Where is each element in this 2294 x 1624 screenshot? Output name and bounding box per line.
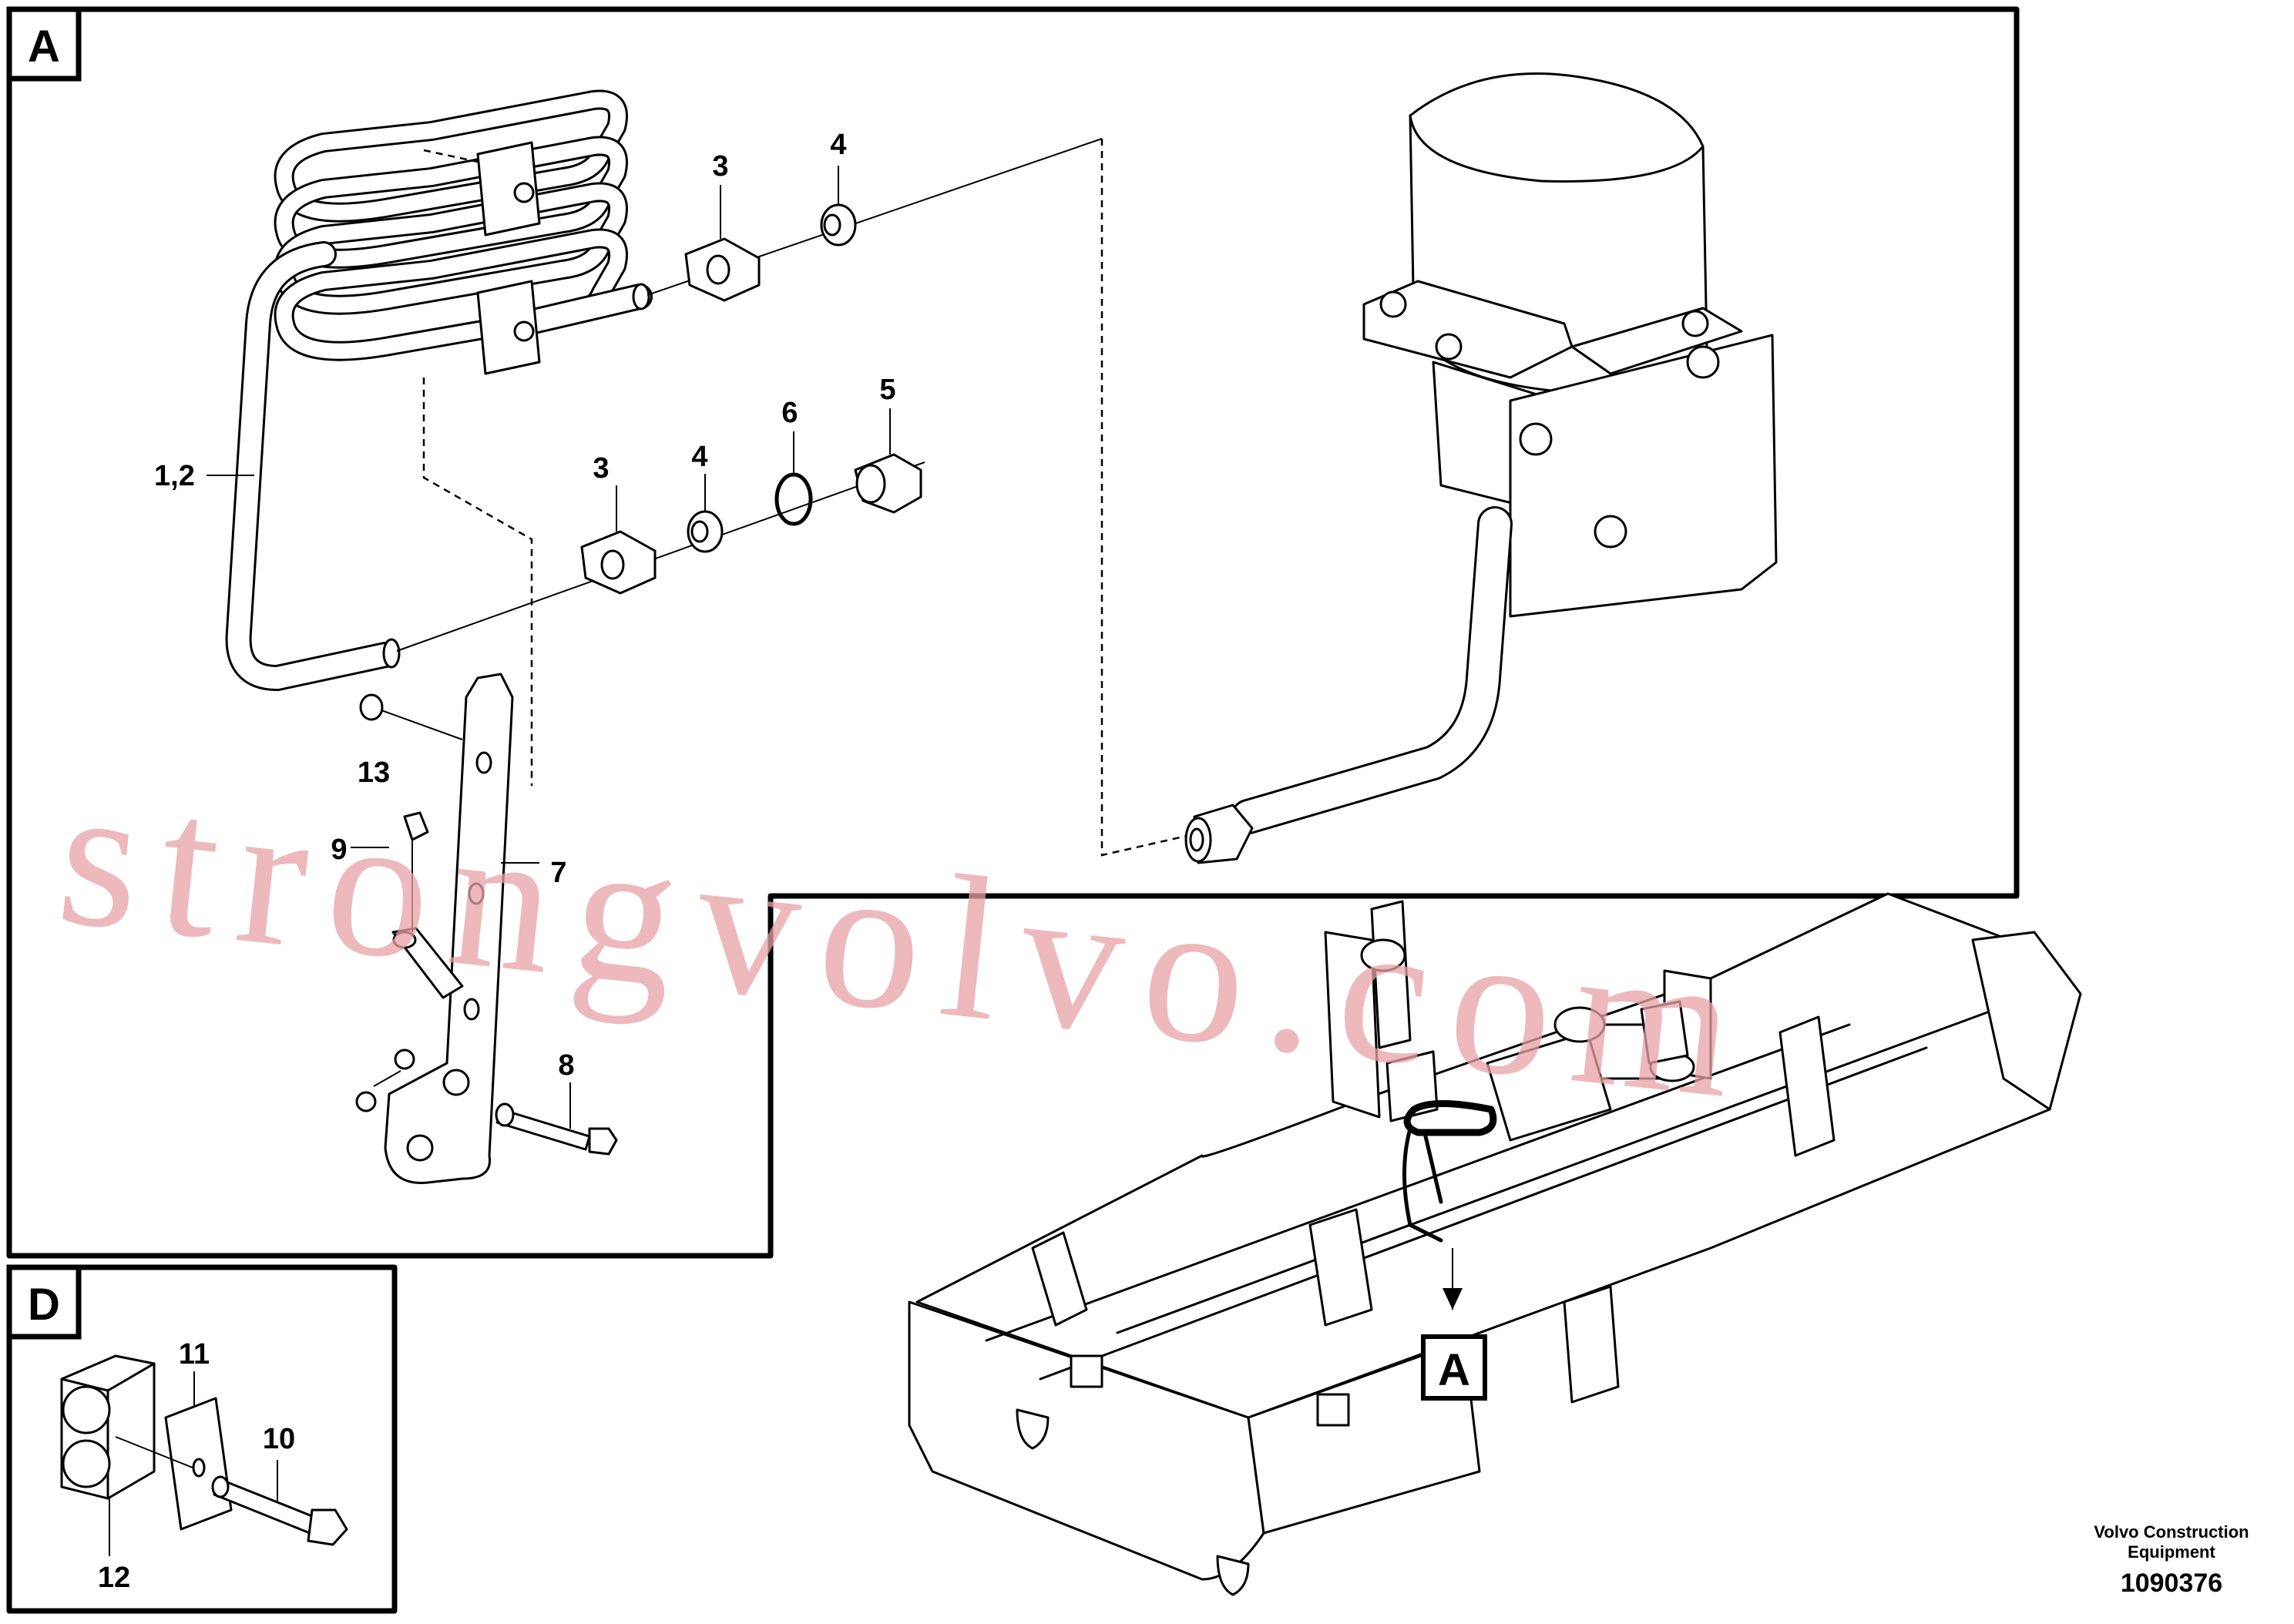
callout-item-12: 12	[98, 1562, 130, 1594]
callout-item-13: 13	[358, 757, 390, 789]
watermark: strongvolvo.com	[49, 740, 1765, 1143]
bracket-assembly	[351, 673, 618, 1184]
chassis-overview: A	[908, 892, 2082, 1596]
callout-item-4-upper: 4	[830, 129, 846, 161]
callout-item-8: 8	[558, 1049, 574, 1082]
callout-item-3-lower: 3	[593, 452, 609, 485]
coiled-tube	[225, 89, 653, 786]
upper-fitting-row	[647, 138, 1187, 857]
panel-a-label: A	[28, 22, 60, 72]
company-name-line2: Equipment	[2128, 1542, 2215, 1562]
callout-item-1-2: 1,2	[154, 460, 195, 492]
callout-item-9: 9	[331, 834, 347, 866]
callout-item-7: 7	[550, 857, 566, 889]
callout-item-5: 5	[879, 374, 895, 406]
callouts: 1,2 3 4 3 4 6 5 13 9 7 8 11 10 12	[98, 129, 896, 1594]
lower-fitting-row	[396, 408, 925, 652]
callout-item-6: 6	[781, 397, 798, 429]
clamp-detail	[60, 1354, 348, 1556]
panel-a: A	[6, 6, 2020, 1259]
company-name-line1: Volvo Construction	[2094, 1522, 2249, 1542]
footer: Volvo Construction Equipment 1090376	[2094, 1522, 2249, 1598]
air-dryer-assembly	[1184, 72, 1778, 864]
panel-d: D	[6, 1264, 398, 1614]
callout-item-10: 10	[263, 1423, 295, 1455]
drawing-number: 1090376	[2121, 1569, 2222, 1598]
callout-item-3-upper: 3	[712, 150, 728, 183]
overview-location-label: A	[1438, 1345, 1470, 1395]
callout-item-11: 11	[179, 1338, 210, 1371]
callout-item-4-lower: 4	[691, 441, 707, 473]
panel-d-label: D	[28, 1280, 60, 1330]
